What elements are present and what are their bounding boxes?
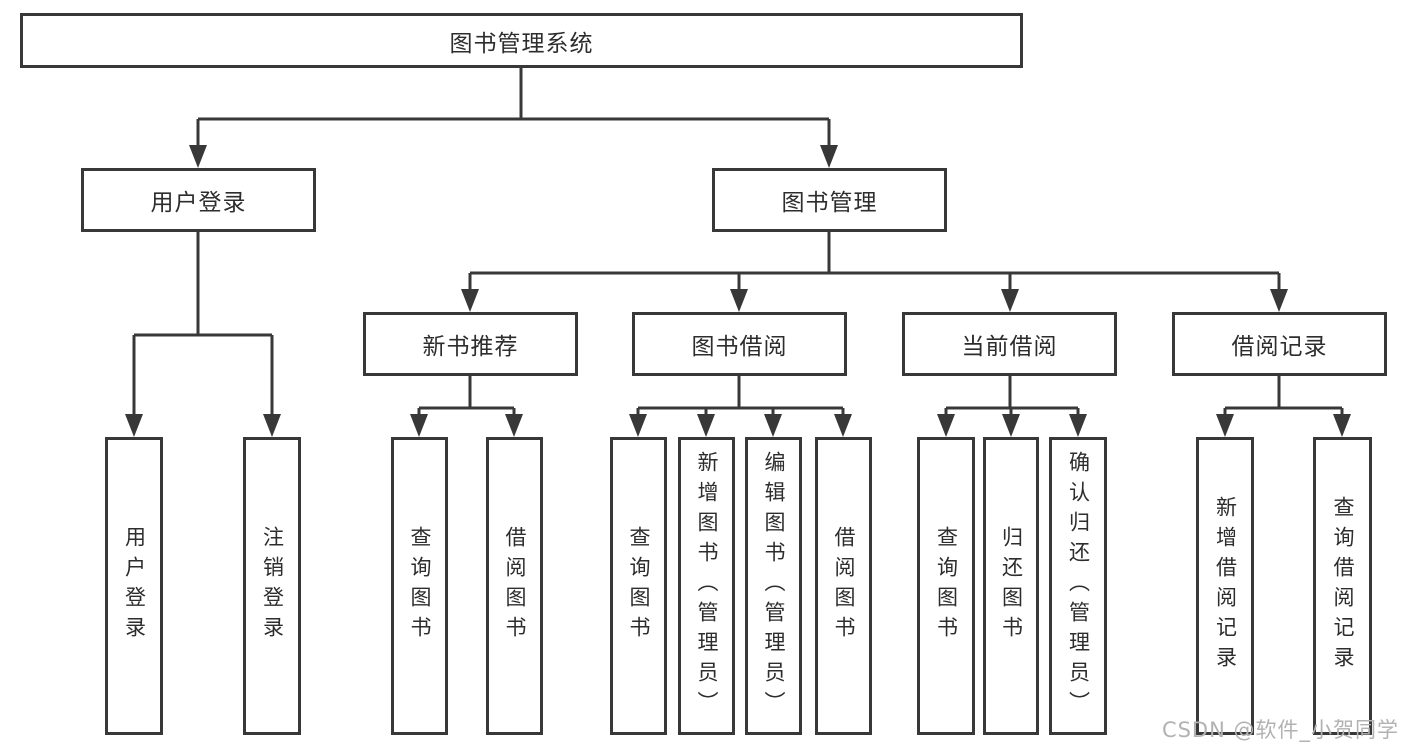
leaf-query-borrow-record: 查询借阅记录: [1313, 437, 1372, 735]
node-new-book-recommend: 新书推荐: [363, 312, 578, 376]
node-label: 新增图书（管理员）: [695, 451, 719, 721]
leaf-edit-books-admin: 编辑图书（管理员）: [745, 437, 802, 735]
node-label: 借阅记录: [1231, 334, 1328, 360]
node-library-management-system: 图书管理系统: [20, 13, 1023, 68]
node-label: 图书管理系统: [449, 30, 594, 57]
node-borrowing-records: 借阅记录: [1172, 312, 1387, 376]
node-label: 查询图书: [408, 526, 432, 646]
node-label: 借阅图书: [503, 526, 527, 646]
leaf-query-books-current: 查询图书: [917, 437, 975, 735]
node-label: 确认归还（管理员）: [1066, 451, 1091, 721]
node-current-borrowing: 当前借阅: [902, 312, 1117, 376]
csdn-watermark: CSDN @软件_小贺同学: [1161, 718, 1399, 742]
leaf-add-books-admin: 新增图书（管理员）: [678, 437, 735, 735]
node-label: 查询图书: [934, 526, 959, 646]
node-label: 用户登录: [122, 526, 147, 646]
leaf-borrow-books-recommend: 借阅图书: [486, 437, 543, 735]
leaf-logout: 注销登录: [243, 437, 301, 735]
leaf-add-borrow-record: 新增借阅记录: [1196, 437, 1254, 735]
leaf-query-books-recommend: 查询图书: [391, 437, 448, 735]
node-label: 查询借阅记录: [1331, 496, 1355, 676]
leaf-user-login: 用户登录: [105, 437, 163, 735]
node-label: 图书借阅: [691, 334, 788, 360]
node-label: 归还图书: [999, 526, 1024, 646]
node-label: 借阅图书: [832, 526, 856, 646]
leaf-query-books-borrow: 查询图书: [610, 437, 667, 735]
node-label: 编辑图书（管理员）: [762, 451, 786, 721]
leaf-borrow-books: 借阅图书: [815, 437, 872, 735]
node-user-login: 用户登录: [81, 168, 316, 232]
node-label: 用户登录: [150, 190, 247, 216]
node-label: 查询图书: [627, 526, 651, 646]
node-book-management: 图书管理: [712, 168, 947, 232]
node-book-borrowing: 图书借阅: [632, 312, 847, 376]
node-label: 图书管理: [781, 190, 878, 216]
node-label: 当前借阅: [961, 334, 1058, 360]
node-label: 注销登录: [260, 526, 285, 646]
node-label: 新书推荐: [422, 334, 519, 360]
leaf-return-books: 归还图书: [983, 437, 1039, 735]
leaf-confirm-return-admin: 确认归还（管理员）: [1049, 437, 1107, 735]
node-label: 新增借阅记录: [1213, 496, 1238, 676]
